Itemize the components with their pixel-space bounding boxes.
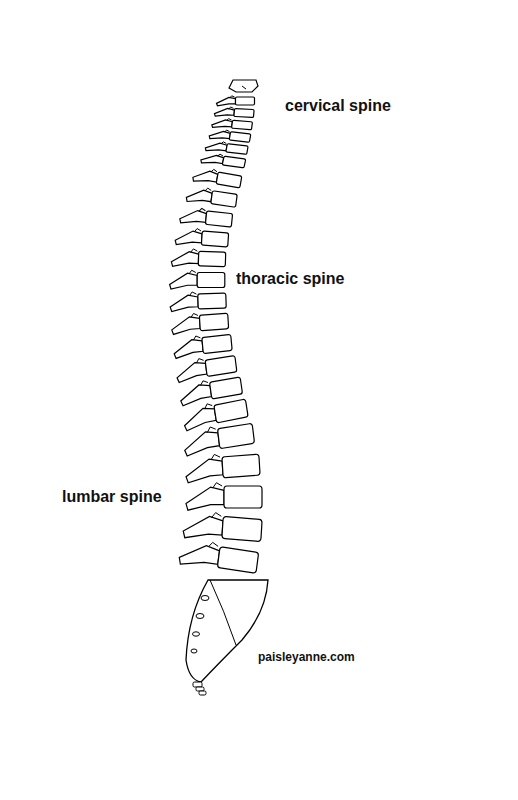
sacrum-coccyx bbox=[186, 580, 268, 695]
region-label: cervical spine bbox=[285, 97, 391, 115]
region-label: thoracic spine bbox=[236, 270, 344, 288]
watermark: paisleyanne.com bbox=[258, 650, 355, 664]
cervical-vertebrae bbox=[200, 80, 258, 169]
lumbar-vertebrae bbox=[178, 420, 262, 575]
thoracic-vertebrae bbox=[170, 166, 249, 431]
region-label: lumbar spine bbox=[62, 488, 162, 506]
